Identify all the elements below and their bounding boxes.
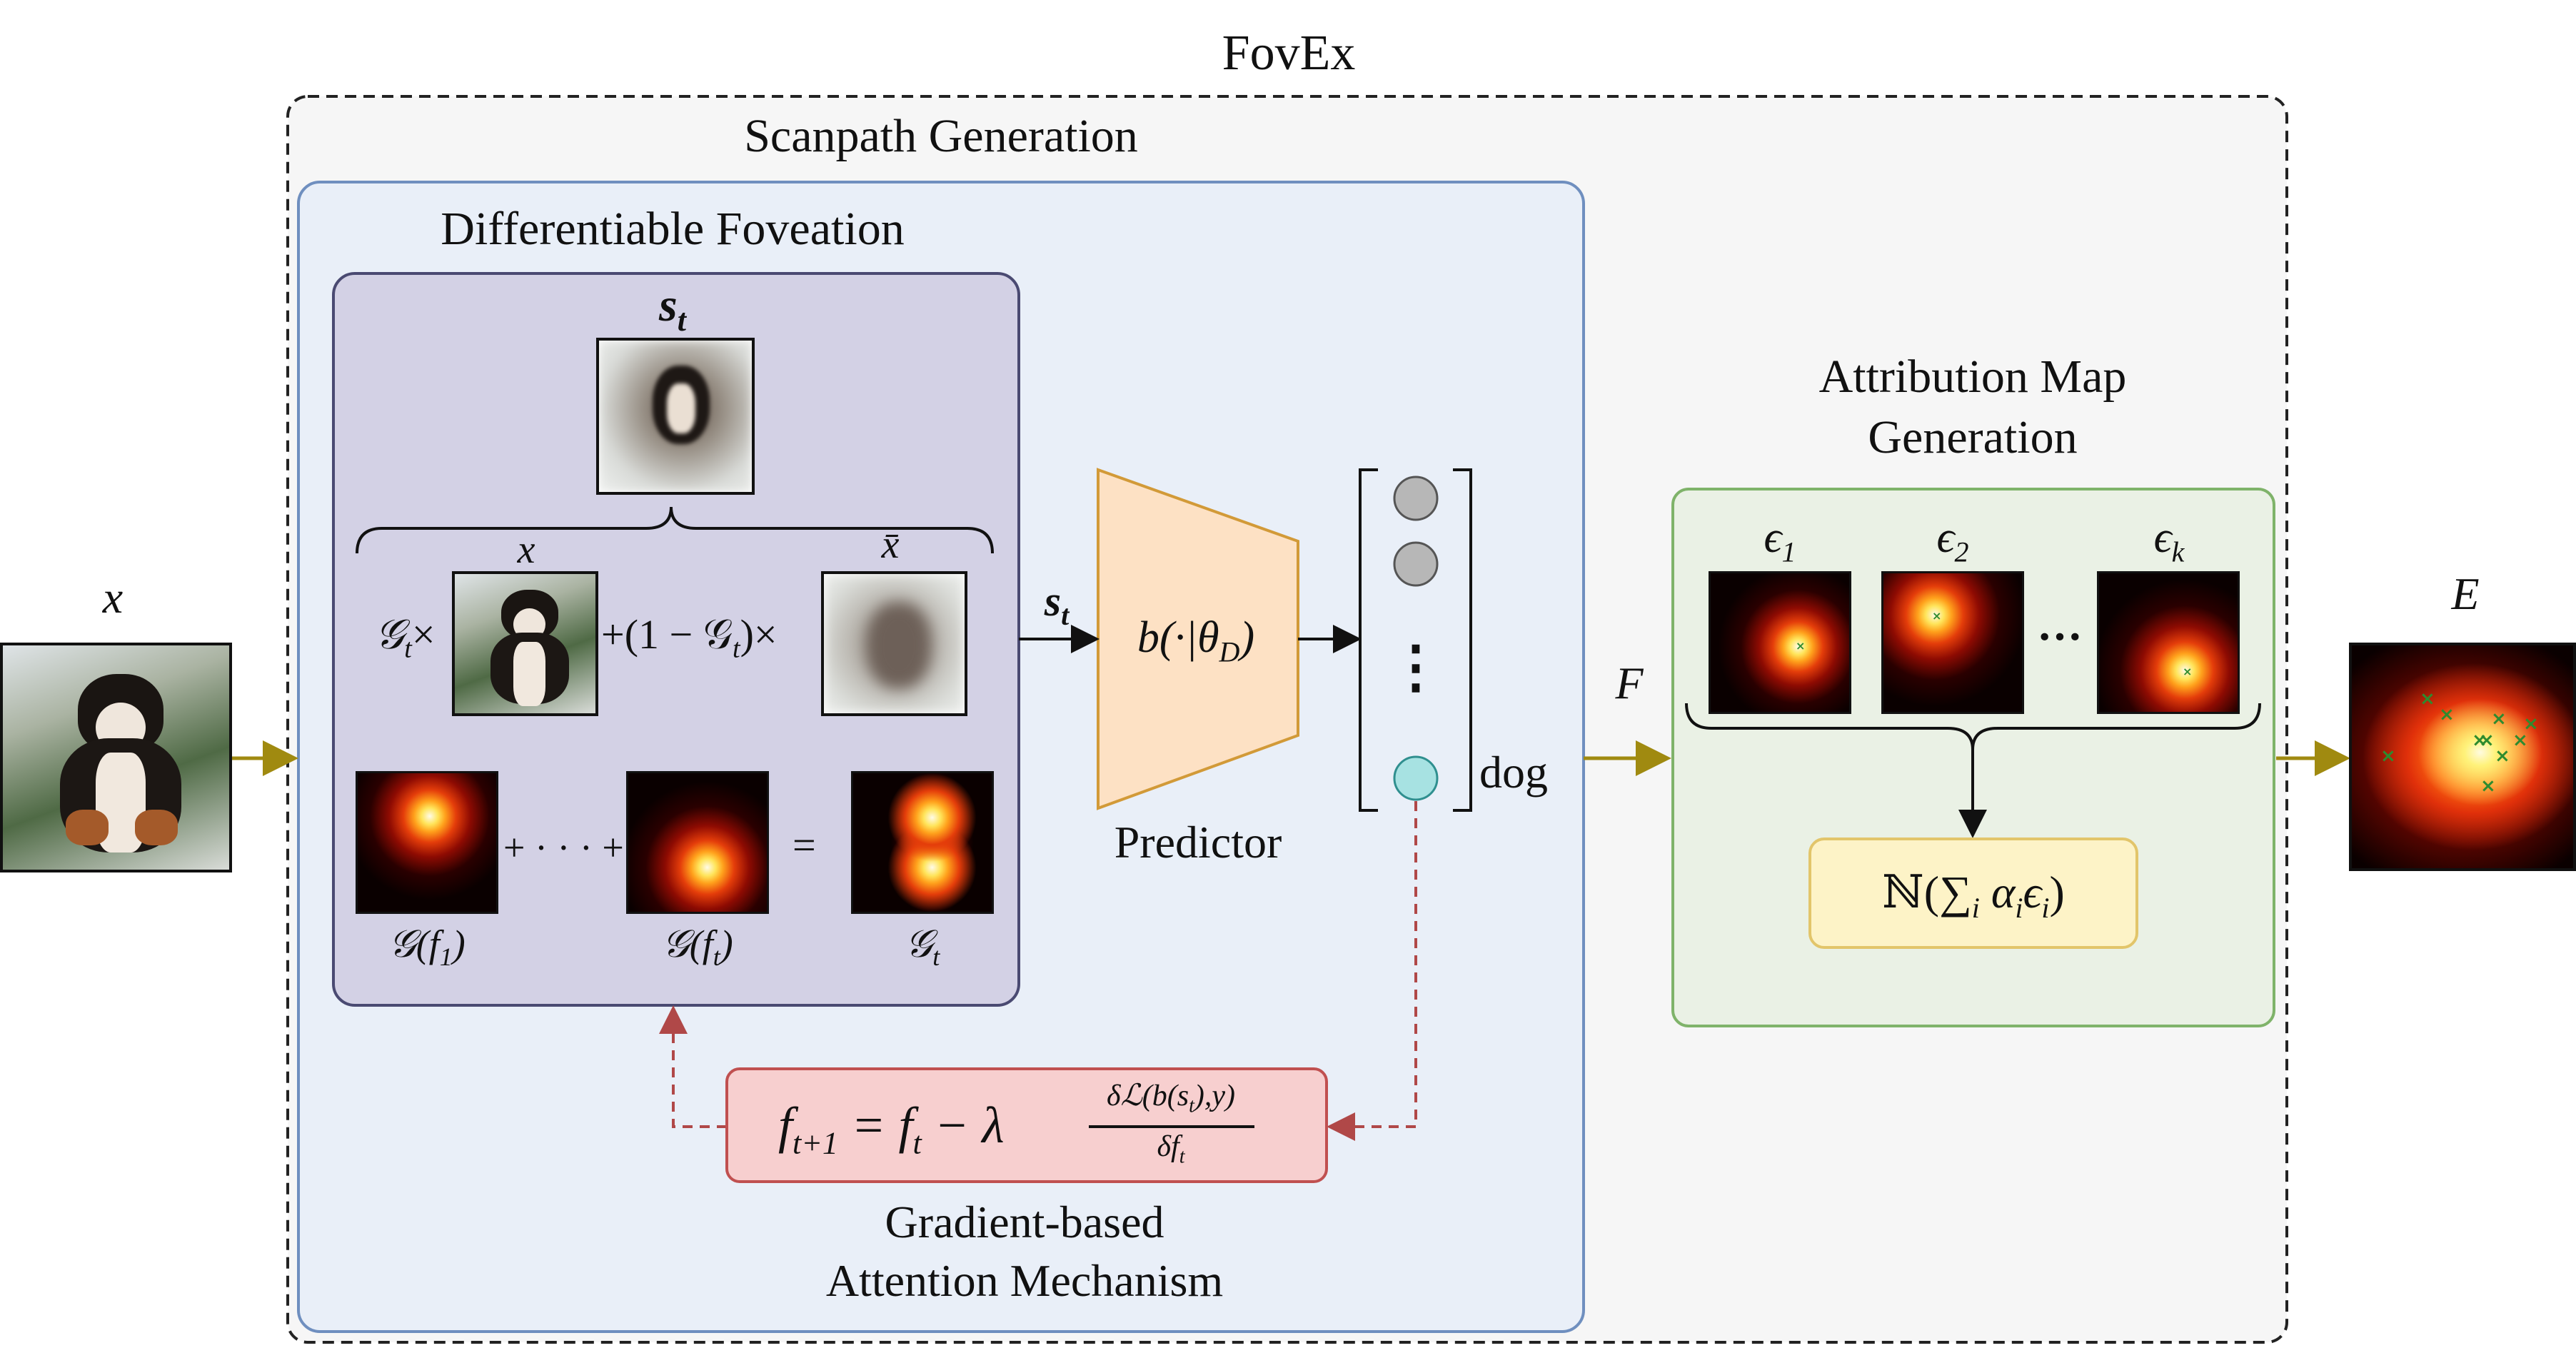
- eps-1-map: ×: [1709, 571, 1851, 714]
- g-f1-label: 𝒢(f1): [388, 922, 466, 971]
- gaussian-f1: [356, 771, 498, 914]
- gaussian-ft: [626, 771, 769, 914]
- gradient-box: [725, 1067, 1328, 1183]
- dots-sum: + · · · +: [503, 826, 624, 869]
- predictor-label: Predictor: [1114, 817, 1282, 867]
- output-bracket-left: [1359, 468, 1378, 812]
- predictor-function: b(·|θD): [1137, 613, 1255, 668]
- g-t-label: 𝒢t: [905, 922, 940, 971]
- predictor-trapezoid: [1097, 468, 1299, 810]
- predictor-input-label: st: [1044, 578, 1070, 631]
- eps-1-label: ϵ1: [1764, 513, 1796, 568]
- normalization-box: [1808, 838, 2138, 949]
- eps-k-map: ×: [2097, 571, 2240, 714]
- output-node-2: [1393, 541, 1439, 587]
- gradient-label-line1: Gradient-based: [885, 1197, 1164, 1247]
- gradient-formula: ft+1 = ft − λ: [778, 1097, 1005, 1161]
- foveation-title: Differentiable Foveation: [441, 203, 905, 255]
- foveated-image: [596, 338, 755, 495]
- blurred-image: [821, 571, 967, 716]
- st-label: st: [659, 279, 686, 338]
- f-label: F: [1615, 658, 1644, 708]
- feedback-path-gradient-to-foveation: [659, 1005, 727, 1128]
- gradient-frac-den: δft: [1157, 1130, 1185, 1168]
- foveation-brace: [356, 506, 994, 554]
- output-node-1: [1393, 476, 1439, 521]
- eq-gt: 𝒢t×: [375, 611, 436, 664]
- scanpath-title: Scanpath Generation: [744, 110, 1138, 162]
- gradient-frac-bar: [1089, 1125, 1254, 1128]
- eps-k-label: ϵk: [2153, 513, 2185, 568]
- gradient-label-line2: Attention Mechanism: [825, 1255, 1224, 1306]
- fovex-title: FovEx: [1222, 26, 1356, 81]
- eq-middle: +(1 − 𝒢t)×: [601, 611, 778, 664]
- equals-sign: =: [793, 822, 816, 868]
- g-ft-label: 𝒢(ft): [662, 922, 733, 971]
- original-image-small: [452, 571, 598, 716]
- input-label: x: [102, 572, 124, 623]
- attribution-title-line1: Attribution Map: [1818, 351, 2127, 403]
- eps-2-map: ×: [1881, 571, 2024, 714]
- output-attribution-map: × × × × × × × × × ×: [2349, 643, 2576, 871]
- output-class-label: dog: [1479, 747, 1548, 798]
- xbar-label: x̄: [881, 523, 900, 567]
- gaussian-gt: [851, 771, 994, 914]
- output-vdots: ⋮: [1387, 636, 1444, 699]
- input-image: [0, 643, 232, 872]
- feedback-path-node-to-gradient: [1327, 801, 1417, 1141]
- output-bracket-right: [1453, 468, 1472, 812]
- normalization-formula: ℕ(∑i αiϵi): [1882, 867, 2065, 924]
- output-label: E: [2451, 568, 2480, 619]
- x-label: x: [517, 528, 535, 572]
- attribution-title-line2: Generation: [1868, 411, 2078, 463]
- output-node-dog: [1393, 755, 1439, 801]
- gradient-frac-num: δℒ(b(st),y): [1107, 1080, 1235, 1117]
- eps-2-label: ϵ2: [1936, 513, 1969, 568]
- eps-ellipsis: ···: [2036, 611, 2083, 662]
